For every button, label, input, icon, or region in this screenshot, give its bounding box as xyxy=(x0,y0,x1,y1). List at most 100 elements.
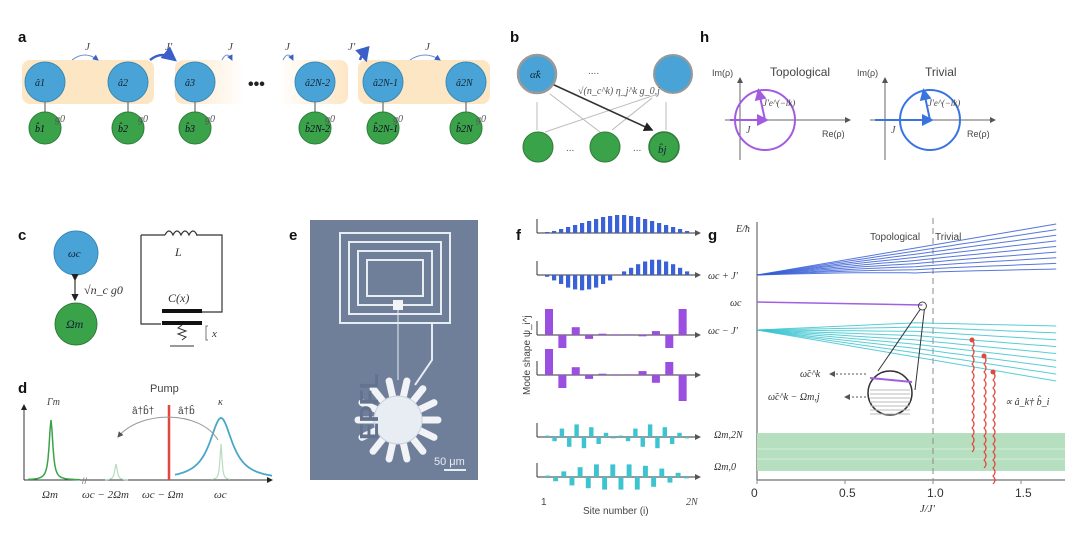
cavity-mode-label: â2 xyxy=(118,78,128,89)
mode-bar xyxy=(669,437,675,444)
mode-bar xyxy=(569,477,575,486)
mode-bar xyxy=(677,432,682,437)
mech-mode-node xyxy=(648,131,680,163)
mode-bar xyxy=(655,437,660,449)
lower-band-line xyxy=(756,329,1057,382)
electrode-finger xyxy=(414,399,438,414)
cavity-freq-label: ωc xyxy=(68,248,81,260)
coupling-g0-label: g0 xyxy=(205,114,215,125)
cavity-peak xyxy=(174,417,273,477)
cavity-mode-label: α̂k xyxy=(530,69,542,81)
x-tick-label: ωc xyxy=(214,489,227,501)
inset-circle xyxy=(867,370,913,416)
mode-bar xyxy=(566,275,571,288)
mode-bar xyxy=(657,223,662,233)
panel-f: f Mode shape ψ_i^j 1 2N Site number (i) xyxy=(516,215,701,517)
spiral-inductor-trace xyxy=(339,232,451,324)
upper-band-line xyxy=(756,234,1057,276)
mode-bar xyxy=(545,275,550,277)
mode-bar xyxy=(650,259,655,275)
spiral-inductor-trace xyxy=(366,259,424,297)
mode-bar xyxy=(618,435,623,437)
panel-b: b α̂k b̂j .... √(n_c^k) η_j^k g_0,j ... … xyxy=(510,29,693,163)
mode-bar xyxy=(622,215,627,233)
mode-bar xyxy=(608,275,613,281)
mode-bar xyxy=(664,225,669,233)
mode-bar xyxy=(640,437,645,447)
displacement-bracket xyxy=(205,325,208,341)
capacitor-label: C(x) xyxy=(168,291,189,305)
mech-mode-label: b̂1 xyxy=(35,122,45,135)
mode-bar xyxy=(585,477,591,489)
mode-bar xyxy=(602,477,608,490)
y-tick-label: ωc − J' xyxy=(708,326,739,337)
hopping-arrow xyxy=(71,54,99,61)
mode-bar xyxy=(615,215,620,233)
y-tick-label: ωc + J' xyxy=(708,271,739,282)
inset-edge-line xyxy=(869,377,913,383)
center-pad xyxy=(393,300,403,310)
mode-bar xyxy=(596,437,601,444)
im-axis-label: Im(ρ) xyxy=(712,68,733,78)
panel-e: e EPFL 50 μm xyxy=(289,220,478,480)
mode-bar xyxy=(580,275,585,291)
hopping-label: J' xyxy=(165,41,173,53)
mode-bar xyxy=(684,437,690,439)
hopping-arrow xyxy=(282,54,294,61)
lower-band-line xyxy=(756,329,1057,348)
mode-bar xyxy=(678,267,683,275)
y-axis-label: E/ħ xyxy=(735,224,750,235)
upper-band-line xyxy=(756,251,1057,276)
mode-bar xyxy=(643,465,648,477)
mech-peak xyxy=(27,419,81,481)
mode-bar xyxy=(651,375,660,383)
spring-icon xyxy=(176,324,188,341)
hopping-arrow xyxy=(409,54,441,61)
mode-bar xyxy=(665,362,674,375)
mode-bar xyxy=(545,435,550,437)
plot-title: Topological xyxy=(770,65,830,79)
mode-bar xyxy=(667,477,673,483)
x-axis-label: Site number (i) xyxy=(583,506,649,517)
im-axis-label: Im(ρ) xyxy=(857,68,878,78)
mode-bar xyxy=(559,428,565,437)
scattering-photon xyxy=(971,339,975,453)
mech-mode-label: b̂2N xyxy=(456,122,474,135)
mode-bar xyxy=(598,373,607,375)
inset-top-label: ω̃c^k xyxy=(800,369,821,380)
sideband-peak xyxy=(104,463,129,481)
cavity-mode-node xyxy=(174,61,216,103)
hopping-label: J xyxy=(228,41,234,53)
mode-bar xyxy=(553,477,559,482)
vector-Jprime xyxy=(754,88,767,121)
mech-mode-node xyxy=(28,111,62,145)
lower-band-line xyxy=(756,329,1057,375)
mode-bar xyxy=(671,227,676,233)
mech-mode-node xyxy=(589,131,621,163)
mech-mode-node xyxy=(522,131,554,163)
mode-bar xyxy=(566,227,571,233)
mech-mode-label: b̂2N-2 xyxy=(305,122,330,135)
x-tick-label: 0 xyxy=(751,486,758,500)
coupling-g0-label: g0 xyxy=(138,114,148,125)
mode-bar xyxy=(678,229,683,233)
region-label-topological: Topological xyxy=(870,232,920,243)
mode-bar xyxy=(589,427,594,437)
drum-membrane xyxy=(373,395,423,445)
highlighted-coupling-arrow xyxy=(551,83,654,132)
inset-line xyxy=(877,308,921,372)
mode-bar xyxy=(585,375,594,379)
cavity-linewidth-label: κ xyxy=(218,397,223,408)
hopping-label: J xyxy=(425,41,431,53)
mode-bar xyxy=(611,437,616,439)
mode-bar xyxy=(651,477,657,487)
mode-bar xyxy=(545,475,550,477)
lower-band-line xyxy=(756,329,1057,341)
cavity-mode-label: â2N-2 xyxy=(305,78,330,89)
mode-bar xyxy=(558,335,567,348)
panel-label-h: h xyxy=(700,29,709,46)
mode-bar xyxy=(671,264,676,275)
mech-mode-label: b̂3 xyxy=(185,122,195,135)
mechanical-band xyxy=(757,433,1065,471)
